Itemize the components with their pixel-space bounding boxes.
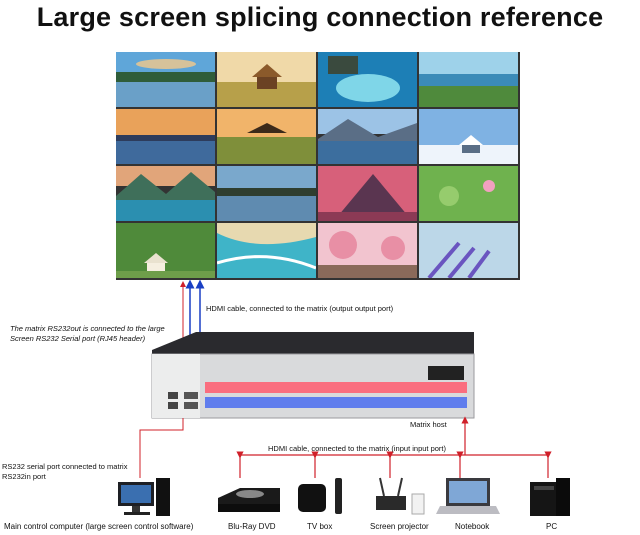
wall-tile-pavilion-field [217,109,316,164]
wall-tile-pink-peak [318,166,417,221]
rj45-port [168,402,178,409]
input-ports-strip [205,397,467,408]
rs232-out-label-line1: The matrix RS232out is connected to the … [10,324,165,333]
device-label: Main control computer (large screen cont… [4,522,194,531]
wall-tile-green-bokeh [419,166,518,221]
rs232-in-label-line2: RS232in port [2,472,46,481]
device-label: Screen projector [370,522,429,531]
device-label: TV box [307,522,333,531]
wall-tile-green-coast [419,52,518,107]
hdmi-input-label: HDMI cable, connected to the matrix (inp… [268,444,447,453]
wall-tile-hut-field [217,52,316,107]
power-socket [428,366,464,380]
wall-tile-blue-lagoon [318,52,417,107]
wall-tile-forest-cabin [116,223,215,278]
rs232-out-label-line2: Screen RS232 Serial port (RJ45 header) [10,334,146,343]
wall-tile-lake-reflection [217,166,316,221]
rs232-port [184,392,198,399]
matrix-host-label: Matrix host [410,420,447,429]
wall-tile-blossom-village [318,223,417,278]
rs232-in-label-line1: RS232 serial port connected to matrix [2,462,128,471]
pc-tower-icon [530,478,570,516]
hdmi-input-lines [236,416,552,478]
hdmi-output-label: HDMI cable, connected to the matrix (out… [206,304,394,313]
output-ports-strip [205,382,467,393]
wall-tile-lavender-field [419,223,518,278]
video-wall [116,52,520,280]
desktop-computer-icon [118,478,170,516]
device-label: Blu-Ray DVD [228,522,276,531]
rs232-in-line [139,418,184,478]
wall-tile-alpine-lake [116,166,215,221]
page-title: Large screen splicing connection referen… [36,2,604,32]
rs232-port [184,402,198,409]
rj45-port [168,392,178,399]
tv-box-icon [298,478,342,514]
bluray-player-icon [218,488,280,512]
wall-tile-lake-sunset [116,52,215,107]
device-label: PC [546,522,558,531]
wall-tile-mountain-lake [318,109,417,164]
device-label: Notebook [455,522,490,531]
wall-tile-city-sunset [116,109,215,164]
matrix-host [151,332,475,419]
notebook-icon [436,478,500,514]
wall-tile-snow-house [419,109,518,164]
screen-projector-icon [376,477,425,515]
wall-tile-turquoise-beach [217,223,316,278]
